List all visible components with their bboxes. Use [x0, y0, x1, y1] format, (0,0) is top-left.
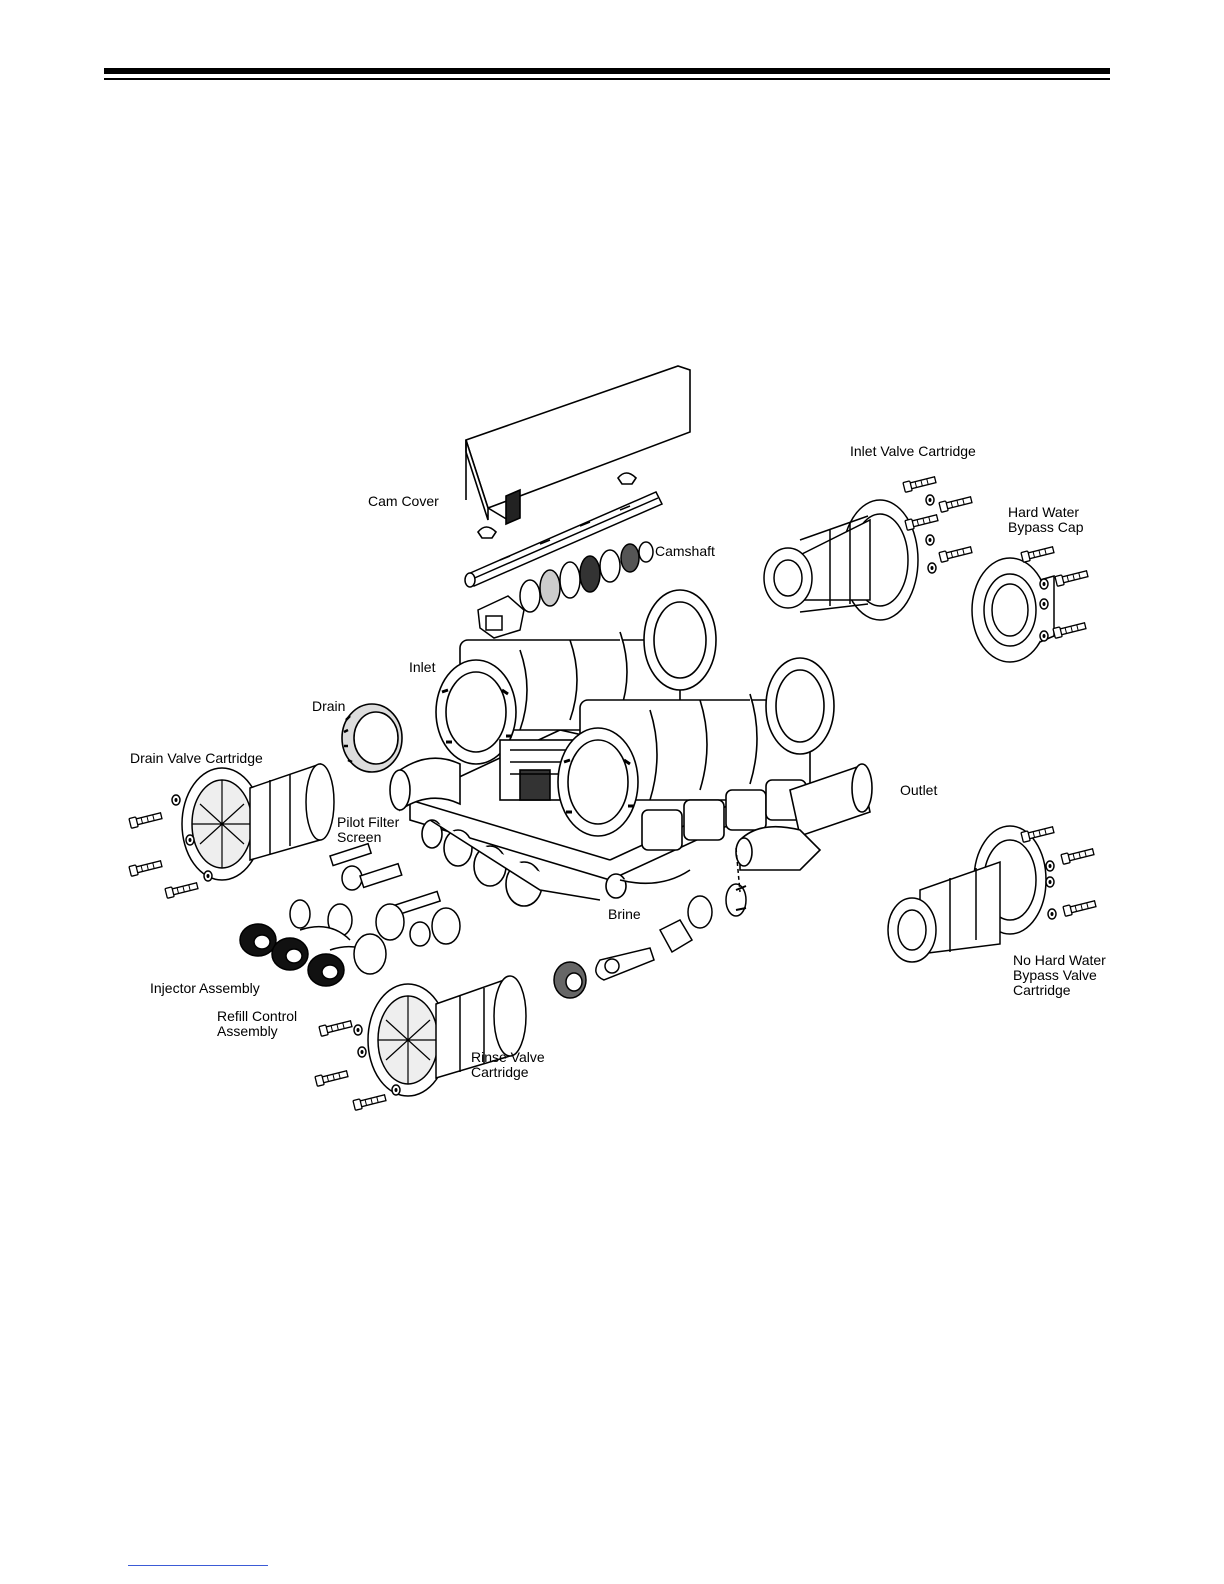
no-hard-water-bypass-cartridge: [888, 826, 1046, 962]
camshaft: [465, 492, 662, 638]
label-drain-valve-cartridge: Drain Valve Cartridge: [130, 750, 263, 766]
cam-cover: [466, 366, 690, 538]
label-brine: Brine: [608, 906, 641, 922]
label-refill-control-assembly: Refill Control Assembly: [217, 1009, 297, 1039]
label-outlet: Outlet: [900, 782, 937, 798]
label-line: Cartridge: [471, 1065, 545, 1080]
drain-nut: [342, 704, 402, 772]
label-no-hard-water-bypass-valve-cartridge: No Hard Water Bypass Valve Cartridge: [1013, 953, 1106, 998]
label-line: Screen: [337, 830, 399, 845]
label-cam-cover: Cam Cover: [368, 493, 439, 509]
label-camshaft: Camshaft: [655, 543, 715, 559]
footer-link-underline: [128, 1565, 268, 1566]
label-line: Assembly: [217, 1024, 297, 1039]
drain-valve-cartridge: [182, 764, 334, 880]
label-line: Cartridge: [1013, 983, 1106, 998]
label-hard-water-bypass-cap: Hard Water Bypass Cap: [1008, 505, 1083, 535]
valve-body: [390, 590, 872, 906]
label-line: Rinse Valve: [471, 1050, 545, 1065]
inlet-valve-cartridge: [764, 500, 918, 620]
label-line: Bypass Valve: [1013, 968, 1106, 983]
injector-parts: [240, 844, 460, 986]
label-line: Bypass Cap: [1008, 520, 1083, 535]
label-drain: Drain: [312, 698, 345, 714]
label-injector-assembly: Injector Assembly: [150, 980, 260, 996]
label-line: Hard Water: [1008, 505, 1083, 520]
label-inlet: Inlet: [409, 659, 435, 675]
label-line: Pilot Filter: [337, 815, 399, 830]
label-line: No Hard Water: [1013, 953, 1106, 968]
label-line: Refill Control: [217, 1009, 297, 1024]
label-rinse-valve-cartridge: Rinse Valve Cartridge: [471, 1050, 545, 1080]
label-inlet-valve-cartridge: Inlet Valve Cartridge: [850, 443, 976, 459]
label-pilot-filter-screen: Pilot Filter Screen: [337, 815, 399, 845]
hard-water-bypass-cap: [972, 558, 1054, 662]
